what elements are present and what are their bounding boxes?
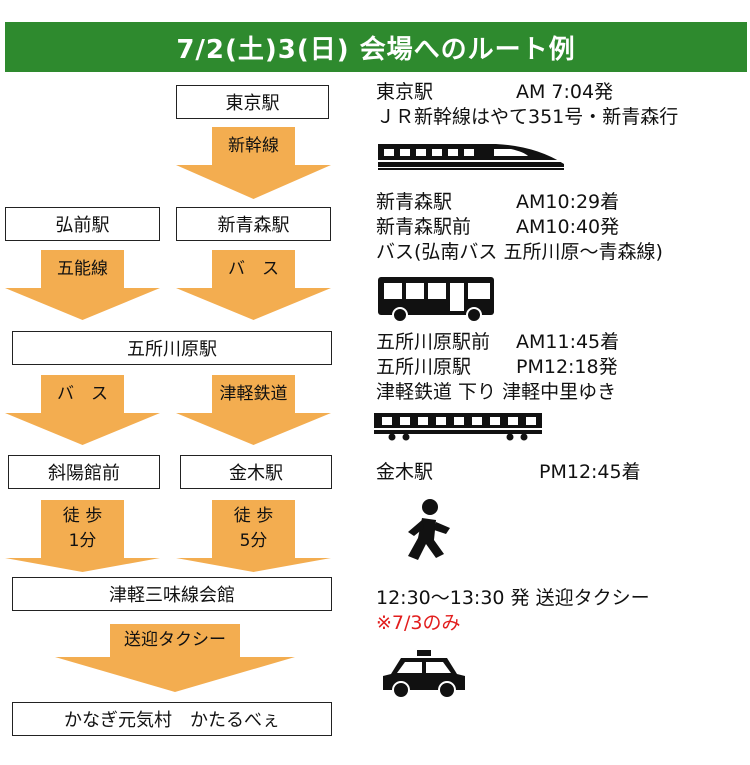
timetable-shin-aomori: 新青森駅 AM10:29着 新青森駅前 AM10:40発 バス(弘南バス 五所川原～… — [376, 190, 663, 265]
arrow-gono-line: 五能線 — [5, 250, 160, 320]
timetable-taxi: 12:30～13:30 発 送迎タクシー ※7/3のみ — [376, 586, 650, 636]
time-label: PM12:18発 — [516, 356, 618, 378]
arrow-label: 新幹線 — [228, 135, 279, 156]
arrow-label-line2: 5分 — [239, 531, 268, 551]
station-label: 新青森駅 — [376, 191, 453, 213]
tsugaru-line: 津軽鉄道 下り 津軽中里ゆき — [376, 381, 617, 403]
arrow-label-line2: 1分 — [68, 531, 97, 551]
bus-line: バス(弘南バス 五所川原～青森線) — [376, 241, 663, 263]
arrow-label-line1: 徒 歩 — [233, 506, 274, 527]
taxi-icon — [381, 650, 467, 700]
station-hirosaki: 弘前駅 — [5, 207, 160, 241]
station-goshogawara: 五所川原駅 — [12, 331, 332, 365]
page-title: 7/2(土)3(日) 会場へのルート例 — [5, 22, 747, 72]
arrow-walk-1: 徒 歩 1分 — [5, 500, 160, 572]
station-label: 五所川原駅 — [376, 356, 472, 378]
station-label: 新青森駅前 — [376, 216, 472, 238]
arrow-label: バ ス — [57, 383, 108, 404]
time-label: AM 7:04発 — [516, 81, 614, 103]
station-shin-aomori: 新青森駅 — [176, 207, 331, 241]
arrow-walk-2: 徒 歩 5分 — [176, 500, 331, 572]
arrow-tsugaru-railway: 津軽鉄道 — [176, 375, 331, 445]
arrow-taxi: 送迎タクシー — [55, 624, 295, 692]
station-shayokan: 斜陽館前 — [8, 455, 160, 489]
station-kanagi: 金木駅 — [180, 455, 332, 489]
time-label: PM12:45着 — [539, 461, 641, 483]
walking-person-icon — [396, 498, 456, 568]
time-label: AM10:40発 — [516, 216, 620, 238]
arrow-bus-1: バ ス — [176, 250, 331, 320]
station-tokyo: 東京駅 — [176, 85, 329, 119]
train-icon — [372, 410, 544, 442]
time-label: AM11:45着 — [516, 331, 620, 353]
station-label: 東京駅 — [376, 81, 434, 103]
taxi-time: 12:30～13:30 発 送迎タクシー — [376, 587, 650, 609]
arrow-label: バ ス — [228, 258, 279, 279]
venue-shamisen-kaikan: 津軽三味線会館 — [12, 577, 332, 611]
arrow-label-line1: 徒 歩 — [62, 506, 103, 527]
taxi-note: ※7/3のみ — [376, 612, 461, 634]
arrow-shinkansen: 新幹線 — [176, 127, 331, 199]
timetable-goshogawara: 五所川原駅前 AM11:45着 五所川原駅 PM12:18発 津軽鉄道 下り 津軽中… — [376, 330, 619, 405]
train-name: ＪＲ新幹線はやて351号・新青森行 — [376, 106, 679, 128]
arrow-label: 津軽鉄道 — [219, 383, 288, 404]
time-label: AM10:29着 — [516, 191, 620, 213]
station-label: 五所川原駅前 — [376, 331, 491, 353]
arrow-label: 五能線 — [57, 258, 108, 279]
destination-box: かなぎ元気村 かたるべぇ — [12, 702, 332, 736]
timetable-kanagi: 金木駅 PM12:45着 — [376, 460, 641, 485]
arrow-bus-2: バ ス — [5, 375, 160, 445]
arrow-label: 送迎タクシー — [124, 630, 226, 651]
timetable-tokyo: 東京駅 AM 7:04発 ＪＲ新幹線はやて351号・新青森行 — [376, 80, 678, 130]
bus-icon — [376, 275, 500, 323]
shinkansen-icon — [376, 136, 566, 172]
station-label: 金木駅 — [376, 461, 434, 483]
